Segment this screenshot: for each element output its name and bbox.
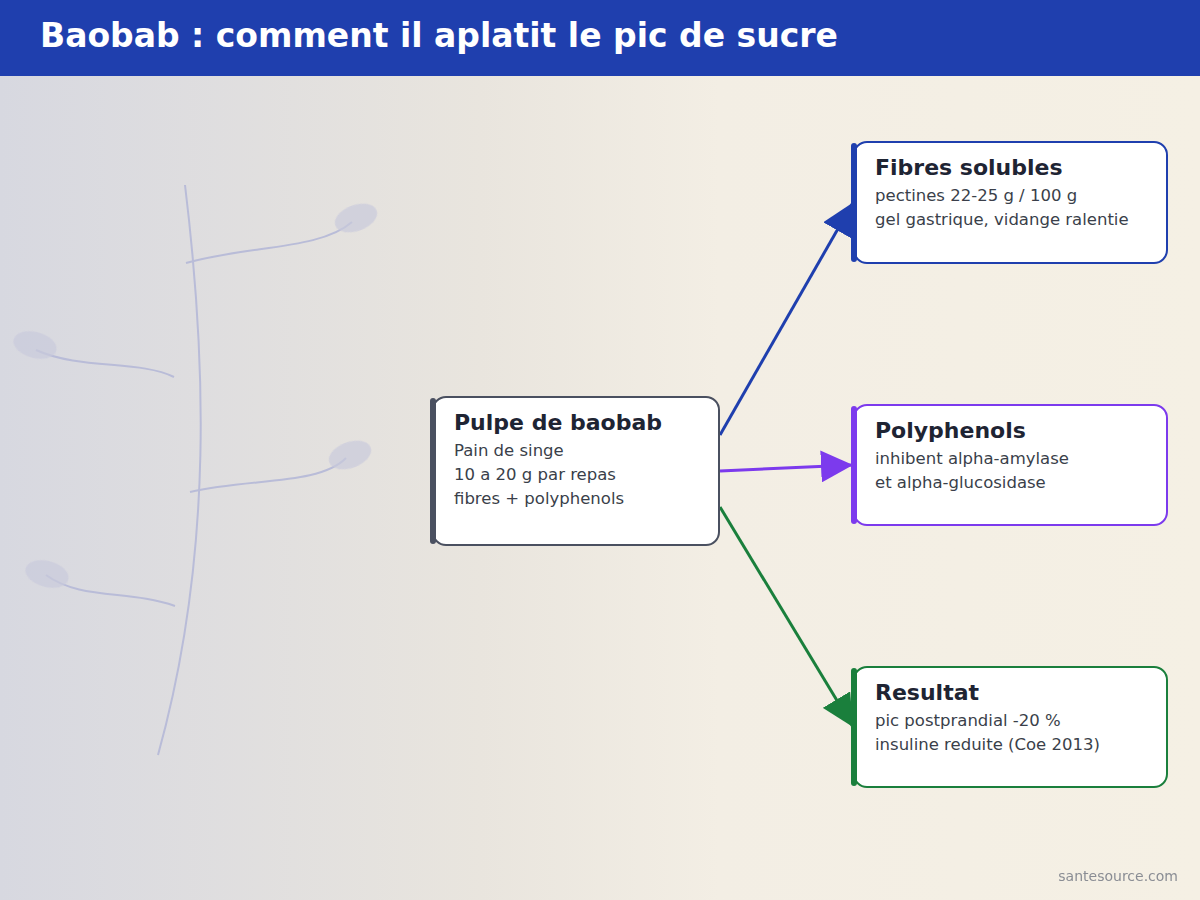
source-box: Pulpe de baobabPain de singe10 a 20 g pa…: [432, 396, 720, 546]
connector-arrow: [720, 465, 853, 471]
baobab-branch: [0, 0, 400, 900]
effect-box: Fibres solubles pectines 22-25 g / 100 gg…: [853, 141, 1168, 264]
accent-bar: [851, 668, 857, 786]
box-text: Pain de singe: [454, 439, 702, 463]
box-text: gel gastrique, vidange ralentie: [875, 208, 1150, 232]
box-text: et alpha-glucosidase: [875, 471, 1150, 495]
watermark: santesource.com: [1058, 868, 1178, 884]
effect-box: Resultat pic postprandial -20 %insuline r…: [853, 666, 1168, 788]
title-text: Baobab : comment il aplatit le pic de su…: [40, 16, 838, 55]
effect-box: Polyphenols inhibent alpha-amylaseet alph…: [853, 404, 1168, 526]
box-heading: Resultat: [875, 680, 1150, 705]
accent-bar: [851, 406, 857, 524]
accent-bar: [851, 143, 857, 262]
box-heading: Pulpe de baobab: [454, 410, 702, 435]
box-heading: Fibres solubles: [875, 155, 1150, 180]
box-text: fibres + polyphenols: [454, 487, 702, 511]
box-text: 10 a 20 g par repas: [454, 463, 702, 487]
box-heading: Polyphenols: [875, 418, 1150, 443]
connector-arrow: [720, 507, 853, 727]
box-text: inhibent alpha-amylase: [875, 447, 1150, 471]
box-text: pic postprandial -20 %: [875, 709, 1150, 733]
box-text: pectines 22-25 g / 100 g: [875, 184, 1150, 208]
accent-bar: [430, 398, 436, 544]
box-text: insuline reduite (Coe 2013): [875, 733, 1150, 757]
connector-arrow: [720, 203, 853, 436]
